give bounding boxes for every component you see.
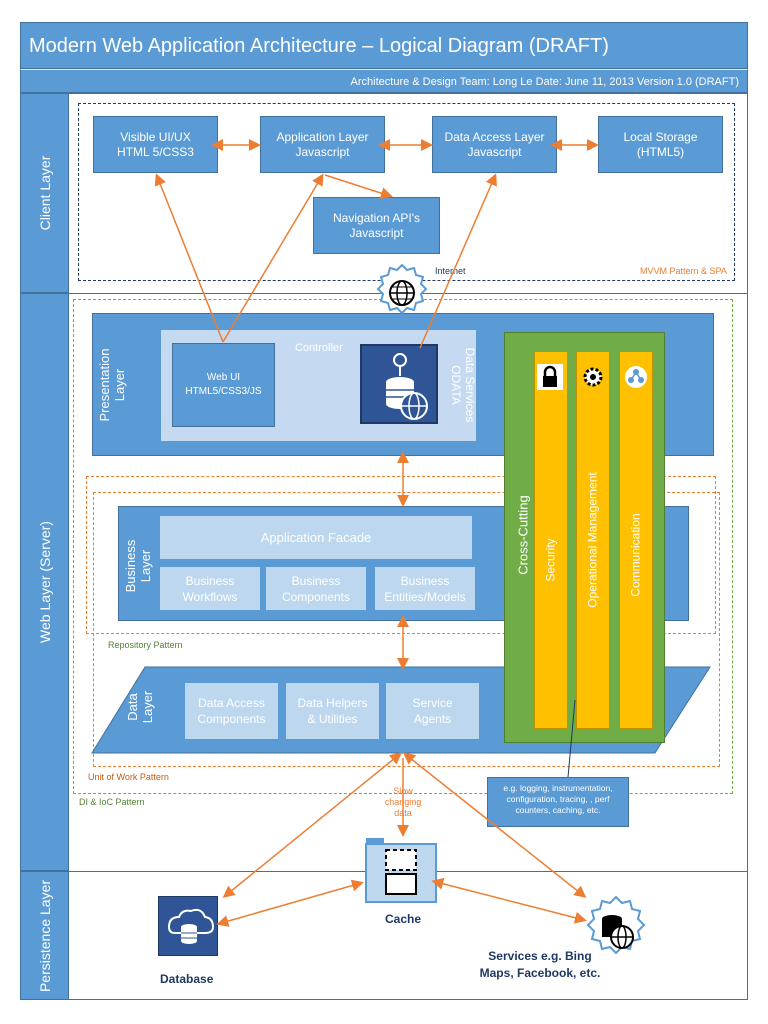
business-workflows-box: Business Workflows bbox=[160, 567, 260, 610]
web-ui-box: Web UI HTML5/CSS3/JS bbox=[172, 343, 275, 427]
data-access-layer-box: Data Access Layer Javascript bbox=[432, 116, 557, 173]
business-entities-box: Business Entities/Models bbox=[375, 567, 475, 610]
data-services-label: Data Services ODATA bbox=[449, 347, 477, 423]
lane-client: Client Layer bbox=[20, 93, 69, 293]
data-helpers-box: Data Helpers & Utilities bbox=[286, 683, 379, 739]
cache-label: Cache bbox=[385, 912, 422, 926]
controller-label: Controller bbox=[295, 342, 343, 354]
internet-label: Internet bbox=[435, 266, 466, 276]
internet-cloud-icon bbox=[371, 262, 433, 324]
business-components-box: Business Components bbox=[266, 567, 366, 610]
database-icon bbox=[158, 896, 218, 956]
services-cloud-icon bbox=[580, 893, 652, 965]
security-bar bbox=[534, 351, 568, 729]
slow-changing-label: Slow changing data bbox=[384, 786, 422, 818]
share-icon bbox=[623, 364, 649, 390]
local-storage-box: Local Storage (HTML5) bbox=[598, 116, 723, 173]
lane-web: Web Layer (Server) bbox=[20, 293, 69, 871]
gear-icon bbox=[580, 364, 606, 390]
service-agents-box: Service Agents bbox=[386, 683, 479, 739]
repository-label: Repository Pattern bbox=[108, 640, 183, 650]
unit-of-work-label: Unit of Work Pattern bbox=[88, 772, 169, 782]
di-ioc-label: DI & IoC Pattern bbox=[79, 797, 145, 807]
lock-icon bbox=[537, 364, 563, 390]
mvvm-label: MVVM Pattern & SPA bbox=[640, 266, 727, 276]
navigation-api-box: Navigation API's Javascript bbox=[313, 197, 440, 254]
data-layer-label: Data Layer bbox=[125, 690, 155, 724]
cross-cutting-label: Cross-Cutting bbox=[515, 495, 531, 575]
odata-server-icon bbox=[360, 344, 438, 424]
operational-management-label: Operational Management bbox=[585, 472, 600, 608]
visible-ui-box: Visible UI/UX HTML 5/CSS3 bbox=[93, 116, 218, 173]
diagram-title: Modern Web Application Architecture – Lo… bbox=[20, 22, 748, 69]
communication-bar bbox=[619, 351, 653, 729]
cross-cutting-callout: e.g. logging, instrumentation, configura… bbox=[487, 777, 629, 827]
diagram-subtitle: Architecture & Design Team: Long Le Date… bbox=[20, 69, 748, 93]
cache-icon bbox=[364, 836, 438, 904]
operational-management-bar bbox=[576, 351, 610, 729]
database-label: Database bbox=[160, 972, 214, 986]
presentation-layer-label: Presentation Layer bbox=[97, 348, 127, 422]
security-label: Security bbox=[543, 538, 558, 582]
application-layer-box: Application Layer Javascript bbox=[260, 116, 385, 173]
lane-persistence: Persistence Layer bbox=[20, 871, 69, 1000]
data-access-components-box: Data Access Components bbox=[185, 683, 278, 739]
communication-label: Communication bbox=[628, 513, 643, 597]
services-label: Services e.g. Bing Maps, Facebook, etc. bbox=[479, 949, 601, 980]
business-layer-label: Business Layer bbox=[123, 539, 153, 593]
application-facade-box: Application Facade bbox=[160, 516, 472, 559]
